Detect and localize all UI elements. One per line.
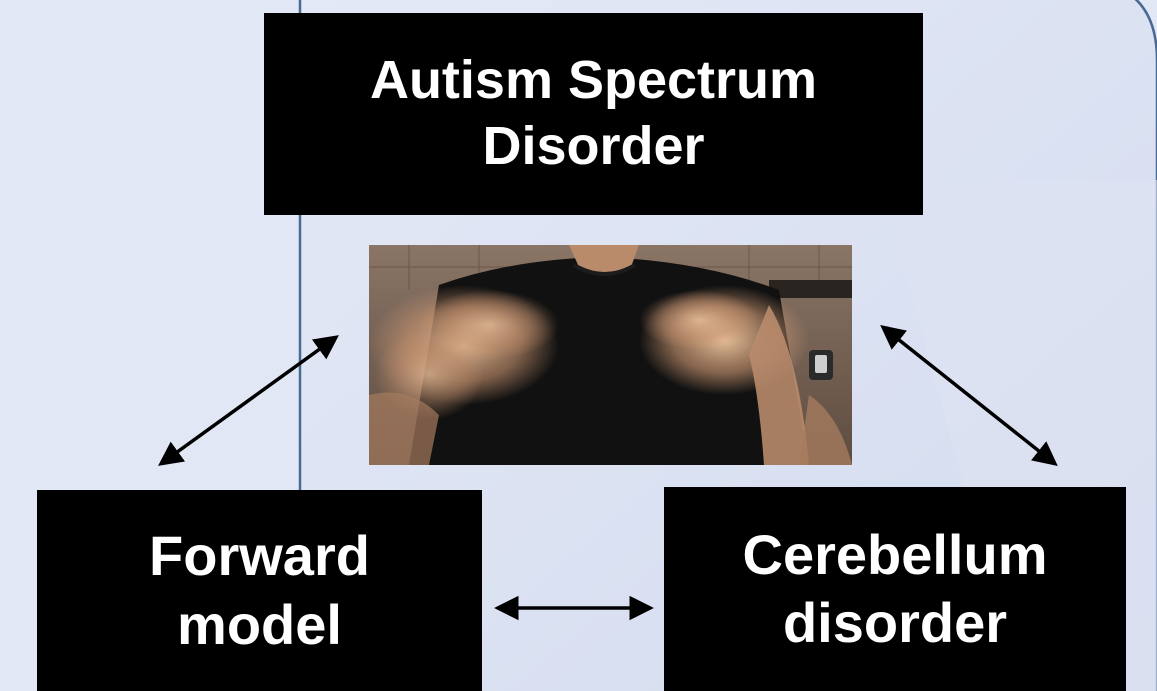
hand-flapping-photo-art — [369, 245, 852, 465]
asd-label-line-2: Disorder — [370, 114, 817, 180]
forward-model-label-line-2: model — [149, 591, 370, 659]
autism-spectrum-disorder-box: Autism Spectrum Disorder — [264, 13, 923, 215]
hand-flapping-photo — [369, 245, 852, 465]
asd-label-line-1: Autism Spectrum — [370, 48, 817, 114]
forward-model-label-line-1: Forward — [149, 522, 370, 590]
cerebellum-disorder-box: Cerebellum disorder — [664, 487, 1126, 691]
forward-model-box: Forward model — [37, 490, 482, 691]
cerebellum-label-line-2: disorder — [743, 589, 1048, 657]
cerebellum-label-line-1: Cerebellum — [743, 521, 1048, 589]
